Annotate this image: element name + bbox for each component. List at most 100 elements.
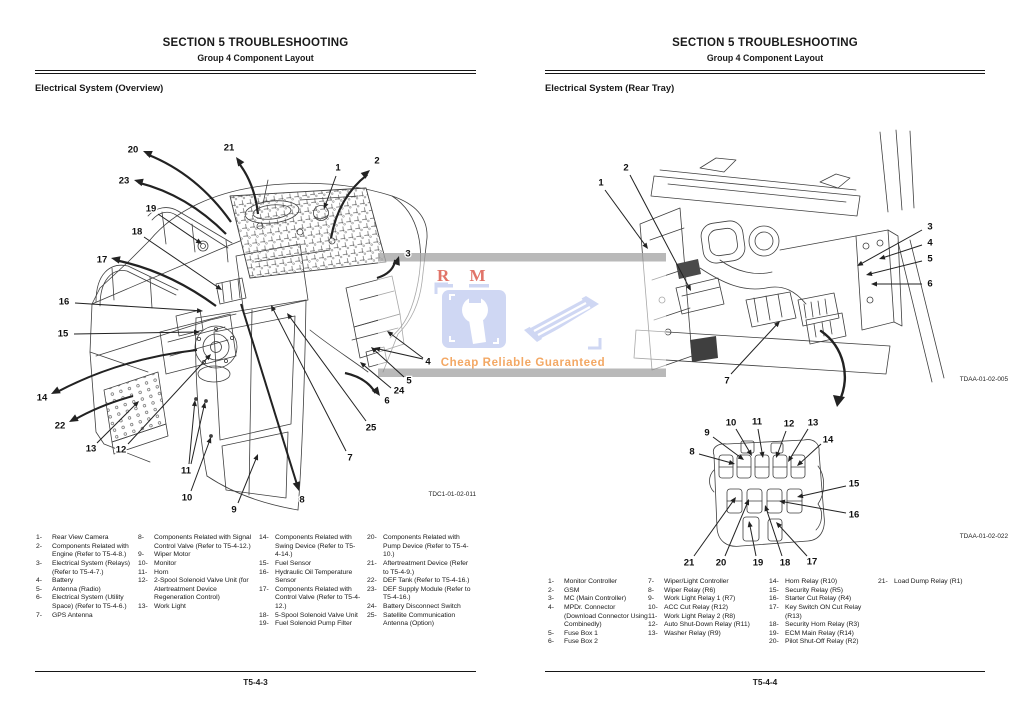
legend-item: 18-Security Horn Relay (R3) xyxy=(769,621,860,629)
callout-5: 5 xyxy=(406,376,412,387)
callout-4: 4 xyxy=(425,357,431,368)
right-section-title: SECTION 5 TROUBLESHOOTING xyxy=(672,37,858,49)
callout-12: 12 xyxy=(784,419,795,430)
right-page-header: SECTION 5 TROUBLESHOOTING Group 4 Compon… xyxy=(545,37,985,63)
right-header-rule xyxy=(545,70,985,75)
legend-item: 23-DEF Supply Module (Refer to T5-4-16.) xyxy=(367,585,471,602)
watermark-panel xyxy=(378,261,666,369)
legend-item: 15-Security Relay (R5) xyxy=(769,586,843,594)
legend-item: 11-Horn xyxy=(138,568,169,576)
legend-item: 2-Components Related with Engine (Refer … xyxy=(36,542,129,559)
legend-item: 24-Battery Disconnect Switch xyxy=(367,603,461,610)
legend-item: 17-Components Related with Control Valve… xyxy=(259,585,361,610)
left-page-number: T5-4-3 xyxy=(243,677,268,687)
legend-item: 20-Components Related with Pump Device (… xyxy=(367,534,469,559)
legend-item: 19-ECM Main Relay (R14) xyxy=(769,629,854,637)
callout-8: 8 xyxy=(299,495,304,506)
legend-item: 3-Electrical System (Relays) (Refer to T… xyxy=(36,559,131,576)
callout-6: 6 xyxy=(384,396,389,407)
legend-item: 10-ACC Cut Relay (R12) xyxy=(648,603,729,611)
overview-diagram-art xyxy=(89,179,428,511)
callout-14: 14 xyxy=(823,435,834,446)
callout-1: 1 xyxy=(598,178,604,189)
callout-17: 17 xyxy=(807,557,818,568)
legend-item: 14-Components Related with Swing Device … xyxy=(259,534,356,559)
legend-item: 18-5-Spool Solenoid Valve Unit xyxy=(259,611,358,619)
legend-item: 13-Washer Relay (R9) xyxy=(648,629,721,637)
callout-8: 8 xyxy=(689,447,694,458)
legend-item: 8-Wiper Relay (R6) xyxy=(648,586,716,594)
callout-15: 15 xyxy=(58,329,69,340)
left-section-title: SECTION 5 TROUBLESHOOTING xyxy=(162,37,349,49)
callout-5: 5 xyxy=(927,254,933,265)
callout-3: 3 xyxy=(405,249,410,260)
callout-16: 16 xyxy=(849,510,860,521)
callout-16: 16 xyxy=(59,297,70,308)
legend-item: 21-Aftertreatment Device (Refer to T5-4-… xyxy=(367,559,469,576)
legend-item: 4-Battery xyxy=(36,577,74,585)
callout-18: 18 xyxy=(780,558,791,569)
callout-20: 20 xyxy=(716,558,727,569)
callout-10: 10 xyxy=(182,493,193,504)
callout-10: 10 xyxy=(726,418,737,429)
legend-item: 6-Fuse Box 2 xyxy=(548,638,598,646)
callout-2: 2 xyxy=(623,163,628,174)
legend-item: 9-Wiper Motor xyxy=(138,551,191,559)
callout-11: 11 xyxy=(181,466,192,477)
legend-item: 1-Monitor Controller xyxy=(548,578,618,585)
overview-legend-col3: 14-Components Related with Swing Device … xyxy=(259,534,361,629)
legend-item: 16-Starter Cut Relay (R4) xyxy=(769,595,852,603)
callout-24: 24 xyxy=(394,386,405,397)
rear-tray-legend-col4: 21-Load Dump Relay (R1) xyxy=(878,578,985,587)
callout-20: 20 xyxy=(128,145,139,156)
legend-item: 9-Work Light Relay 1 (R7) xyxy=(648,595,736,603)
watermark-band-bottom xyxy=(378,368,666,377)
right-page-number: T5-4-4 xyxy=(752,677,778,687)
callout-21: 21 xyxy=(224,143,235,154)
callout-22: 22 xyxy=(55,421,66,432)
right-page-heading: Electrical System (Rear Tray) xyxy=(545,82,675,93)
callout-11: 11 xyxy=(752,417,763,428)
callout-12: 12 xyxy=(116,445,127,456)
callout-19: 19 xyxy=(753,558,764,569)
callout-23: 23 xyxy=(119,176,130,187)
watermark: R M Cheap Reliable Guaranteed xyxy=(378,253,666,377)
legend-item: 1-Rear View Camera xyxy=(36,534,109,541)
legend-item: 6-Electrical System (Utility Space) (Ref… xyxy=(36,594,127,610)
callout-13: 13 xyxy=(86,444,97,455)
rear-tray-legend-col3: 14-Horn Relay (R10)15-Security Relay (R5… xyxy=(769,578,879,647)
rear-tray-diagram-art xyxy=(633,129,945,407)
callout-6: 6 xyxy=(927,279,932,290)
legend-item: 19-Fuel Solenoid Pump Filter xyxy=(259,620,352,628)
left-header-rule xyxy=(35,70,476,75)
callout-19: 19 xyxy=(146,204,157,215)
callout-9: 9 xyxy=(231,505,236,516)
callout-14: 14 xyxy=(37,393,48,404)
callout-3: 3 xyxy=(927,222,932,233)
overview-legend-col2: 8-Components Related with Signal Control… xyxy=(138,534,252,612)
legend-item: 12-2-Spool Solenoid Valve Unit (for Ater… xyxy=(138,577,249,602)
legend-item: 7-GPS Antenna xyxy=(36,611,93,619)
legend-item: 15-Fuel Sensor xyxy=(259,559,312,567)
right-footer-rule xyxy=(545,671,985,672)
callout-1: 1 xyxy=(335,163,341,174)
callout-18: 18 xyxy=(132,227,143,238)
legend-item: 3-MC (Main Controller) xyxy=(548,595,627,603)
legend-item: 20-Pilot Shut-Off Relay (R2) xyxy=(769,638,859,646)
callout-15: 15 xyxy=(849,479,860,490)
legend-item: 17-Key Switch ON Cut Relay (R13) xyxy=(769,603,862,620)
legend-item: 4-MPDr. Connector (Download Connector Us… xyxy=(548,603,648,629)
legend-item: 16-Hydraulic Oil Temperature Sensor xyxy=(259,568,353,585)
callout-25: 25 xyxy=(366,423,377,434)
legend-item: 12-Auto Shut-Down Relay (R11) xyxy=(648,621,750,629)
callout-4: 4 xyxy=(927,238,933,249)
relay-box-detail-art xyxy=(709,439,825,547)
legend-item: 7-Wiper/Light Controller xyxy=(648,578,729,585)
legend-item: 22-DEF Tank (Refer to T5-4-16.) xyxy=(367,577,470,585)
legend-item: 5-Fuse Box 1 xyxy=(548,629,598,637)
